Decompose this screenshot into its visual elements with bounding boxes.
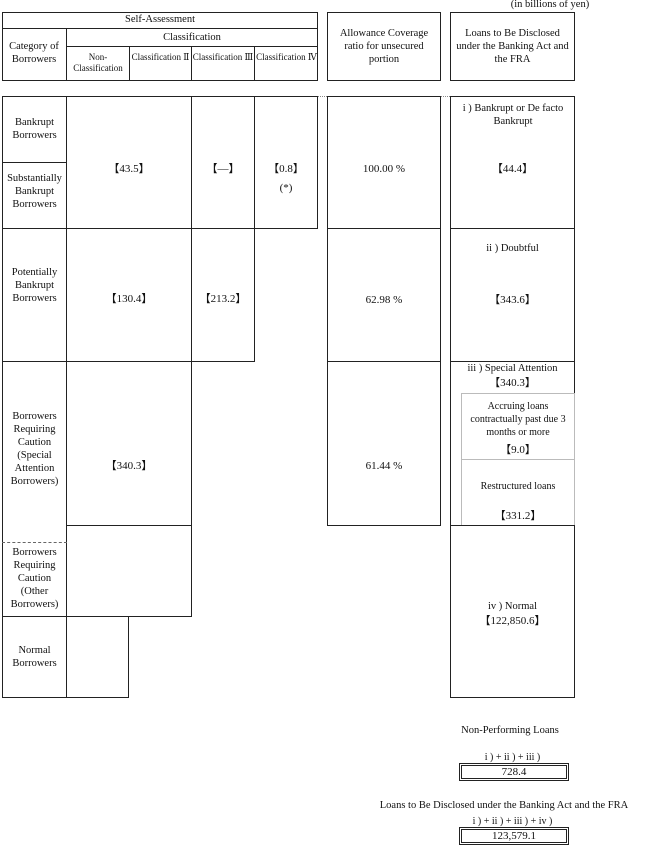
- all-total-box: 123,579.1: [459, 827, 569, 845]
- disclosure-iv-value: 【122,850.6】: [479, 615, 546, 627]
- special-nc-ii-value: 【340.3】: [105, 460, 153, 472]
- npl-formula: i ) + ii ) + iii ): [484, 752, 541, 763]
- npl-value: 728.4: [501, 766, 527, 778]
- classification-title: Classification: [163, 32, 221, 43]
- disclosure-i-value: 【44.4】: [491, 163, 534, 175]
- ratio-potentially: 62.98 %: [365, 294, 403, 306]
- all-title: Loans to Be Disclosed under the Banking …: [379, 800, 629, 811]
- classification-iv-header: Classification Ⅳ: [256, 52, 317, 62]
- special-nc-ii-cell: [66, 361, 192, 526]
- normal-nc-cell: [66, 616, 129, 698]
- category-bankrupt: Bankrupt Borrowers: [12, 117, 57, 141]
- bankrupt-nc-ii-value: 【43.5】: [108, 163, 150, 175]
- disclosure-iii-value: 【340.3】: [489, 377, 536, 389]
- category-of-borrowers-header: Category of Borrowers: [9, 41, 59, 65]
- all-formula: i ) + ii ) + iii ) + iv ): [472, 816, 553, 827]
- potentially-iii-value: 【213.2】: [199, 293, 247, 305]
- disclosure-i-label: i ) Bankrupt or De facto Bankrupt: [462, 103, 564, 127]
- ratio-bankrupt: 100.00 %: [362, 163, 406, 175]
- allowance-header-text: Allowance Coverage ratio for unsecured p…: [339, 28, 429, 65]
- unit-note: (in billions of yen): [510, 0, 590, 10]
- ratio-special: 61.44 %: [365, 460, 403, 472]
- category-requiring-caution-other: Borrowers Requiring Caution (Other Borro…: [10, 547, 59, 610]
- non-classification-header: Non-Classification: [73, 52, 123, 73]
- npl-total-box: 728.4: [459, 763, 569, 781]
- allowance-header: [327, 12, 441, 81]
- disclosure-ii-label: ii ) Doubtful: [486, 243, 539, 254]
- bankrupt-iv-cell: [254, 96, 318, 229]
- category-normal: Normal Borrowers: [12, 645, 57, 669]
- accruing-value: 【9.0】: [500, 444, 536, 456]
- category-requiring-caution-special: Borrowers Requiring Caution (Special Att…: [10, 411, 59, 487]
- classification-iii-header: Classification Ⅲ: [192, 52, 254, 62]
- restructured-value: 【331.2】: [494, 510, 542, 522]
- requiring-caution-category-cell: [2, 361, 67, 698]
- disclosure-iv-label: iv ) Normal: [488, 601, 537, 612]
- potentially-iii-cell: [191, 228, 255, 362]
- self-assessment-title: Self-Assessment: [125, 14, 195, 25]
- restructured-label: Restructured loans: [480, 481, 556, 492]
- disclosure-ii-value: 【343.6】: [489, 294, 536, 306]
- disclosure-iii-label: iii ) Special Attention: [467, 363, 558, 374]
- all-value: 123,579.1: [492, 830, 536, 842]
- bankrupt-iv-note: (*): [279, 182, 293, 194]
- disclosed-header: [450, 12, 575, 81]
- npl-title: Non-Performing Loans: [461, 725, 559, 736]
- accruing-label: Accruing loans contractually past due 3 …: [470, 401, 566, 438]
- bankrupt-iv-value: 【0.8】: [268, 163, 304, 175]
- disclosure-iv-cell: [450, 525, 575, 698]
- category-potentially-bankrupt: Potentially Bankrupt Borrowers: [11, 267, 58, 304]
- category-substantially-bankrupt: Substantially Bankrupt Borrowers: [7, 173, 62, 210]
- potentially-nc-ii-value: 【130.4】: [105, 293, 153, 305]
- bankrupt-iii-value: 【—】: [206, 163, 240, 175]
- ratio-special-cell: [327, 361, 441, 526]
- disclosed-header-text: Loans to Be Disclosed under the Banking …: [456, 28, 569, 65]
- classification-ii-header: Classification Ⅱ: [131, 52, 190, 62]
